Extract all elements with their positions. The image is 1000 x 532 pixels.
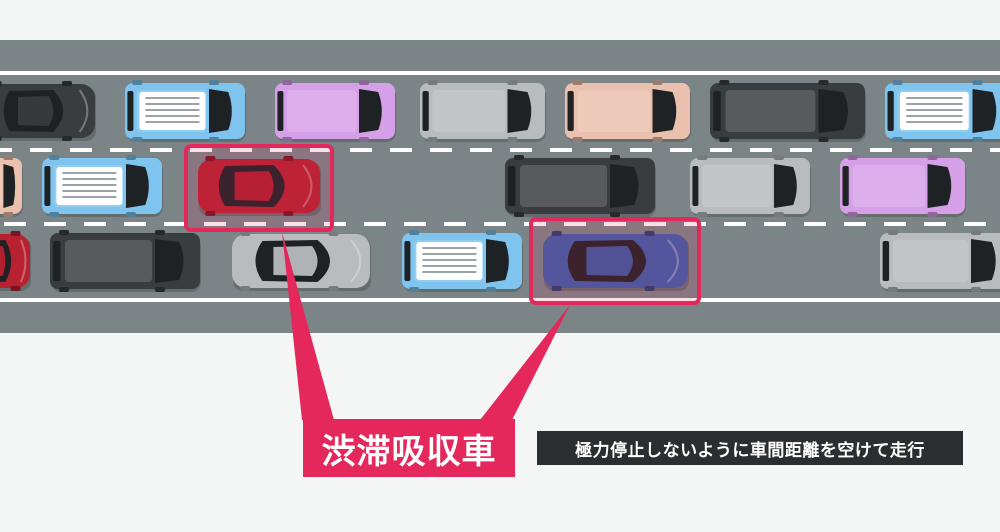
- lane-dash: [44, 222, 66, 226]
- lane-dash: [30, 148, 52, 152]
- pointer-left: [282, 232, 334, 420]
- lane-dash: [404, 222, 426, 226]
- car: [505, 155, 656, 217]
- car: [0, 155, 23, 217]
- lane-dash: [430, 148, 452, 152]
- car: [710, 80, 866, 142]
- lane-dash: [964, 222, 986, 226]
- lane-dash: [470, 148, 492, 152]
- highlight-frame: [529, 217, 701, 305]
- lane-dash: [124, 222, 146, 226]
- lane-dash: [270, 148, 292, 152]
- car: [0, 81, 96, 141]
- lane-dash: [604, 222, 626, 226]
- lane-dash: [350, 148, 372, 152]
- car: [232, 231, 371, 291]
- lane-dash: [70, 148, 92, 152]
- lane-dash: [724, 222, 746, 226]
- car: [885, 80, 1000, 142]
- lane-dash: [990, 148, 1000, 152]
- lane-dash: [870, 148, 892, 152]
- car: [690, 155, 811, 217]
- lane-dash: [4, 222, 26, 226]
- car: [840, 155, 966, 217]
- lane-dash: [84, 222, 106, 226]
- lane-dash: [0, 148, 12, 152]
- lane-dash: [524, 222, 546, 226]
- lane-dash: [710, 148, 732, 152]
- car: [198, 156, 321, 216]
- lane-dash: [804, 222, 826, 226]
- lane-dash: [670, 148, 692, 152]
- lane-dash: [510, 148, 532, 152]
- lane-dash: [684, 222, 706, 226]
- car: [402, 230, 523, 292]
- car: [880, 230, 1000, 292]
- car: [420, 80, 546, 142]
- lane-dash: [884, 222, 906, 226]
- congestion-absorbing-car-label: 渋滞吸収車: [303, 419, 515, 477]
- lane-dash: [910, 148, 932, 152]
- lane-dashes: [0, 148, 1000, 226]
- lane-dash: [630, 148, 652, 152]
- road-edge-top: [0, 71, 1000, 75]
- lane-dash: [830, 148, 852, 152]
- car: [275, 80, 396, 142]
- lane-dash: [310, 148, 332, 152]
- lane-dash: [444, 222, 466, 226]
- lane-dash: [564, 222, 586, 226]
- lane-dash: [284, 222, 306, 226]
- lane-dash: [844, 222, 866, 226]
- lane-dash: [764, 222, 786, 226]
- lane-dash: [244, 222, 266, 226]
- highlight-frame: [184, 144, 334, 232]
- cars-layer: [0, 80, 1000, 292]
- car: [0, 231, 31, 291]
- pointer-right: [480, 305, 570, 420]
- lane-dash: [390, 148, 412, 152]
- car: [543, 231, 689, 291]
- callout-lines: [184, 144, 701, 420]
- description-caption: 極力停止しないように車間距離を空けて走行: [537, 431, 963, 465]
- lane-dash: [110, 148, 132, 152]
- car: [125, 80, 246, 142]
- lane-dash: [590, 148, 612, 152]
- lane-dash: [924, 222, 946, 226]
- car: [50, 230, 201, 292]
- lane-dash: [364, 222, 386, 226]
- lane-dash: [164, 222, 186, 226]
- lane-dash: [950, 148, 972, 152]
- lane-dash: [790, 148, 812, 152]
- lane-dash: [484, 222, 506, 226]
- lane-dash: [204, 222, 226, 226]
- lane-dash: [750, 148, 772, 152]
- lane-dash: [644, 222, 666, 226]
- lane-dash: [550, 148, 572, 152]
- car: [42, 155, 163, 217]
- car: [565, 80, 691, 142]
- road-edge-bottom: [0, 298, 1000, 302]
- lane-dash: [324, 222, 346, 226]
- lane-dash: [230, 148, 252, 152]
- lane-dash: [190, 148, 212, 152]
- lane-dash: [150, 148, 172, 152]
